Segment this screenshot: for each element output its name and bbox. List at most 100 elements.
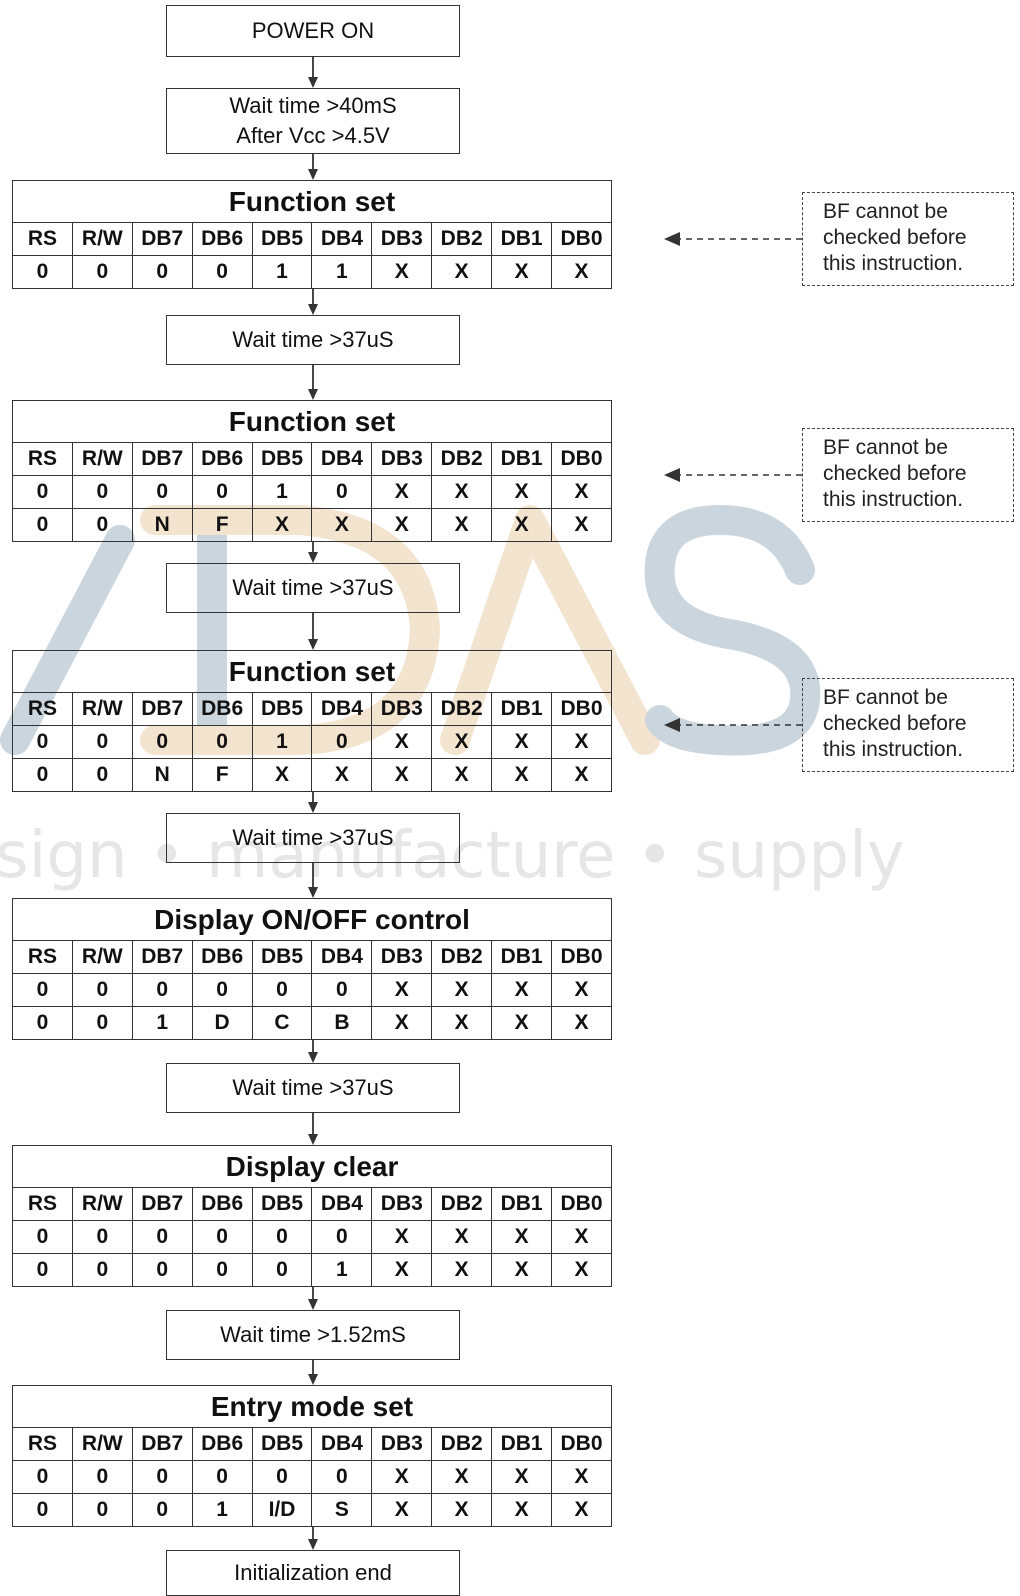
instruction-title: Entry mode set [12,1385,612,1428]
bit-cell: X [551,508,612,542]
bit-cell: 0 [191,1220,253,1254]
bit-cell: 0 [71,1493,133,1527]
flow-step-text: After Vcc >4.5V [236,123,390,148]
bit-cell: X [551,1006,612,1040]
bit-cell: X [491,1006,553,1040]
bit-cell: 0 [12,508,73,542]
bf-note-line: BF cannot be [823,686,948,709]
bit-cell: X [371,255,433,289]
bit-cell: X [551,1220,612,1254]
flow-step-text: Wait time >37uS [232,1075,394,1101]
column-header: DB6 [191,442,253,476]
column-header: DB2 [431,692,493,726]
bit-cell: 0 [12,1006,73,1040]
bit-cell: X [551,1493,612,1527]
bit-cell: 0 [12,255,73,289]
bit-cell: X [251,758,313,792]
instruction-title: Function set [12,650,612,693]
column-header: DB5 [251,442,313,476]
bit-cell: 1 [311,1253,373,1287]
column-header: DB4 [311,1427,373,1461]
bf-note-line: checked before [823,462,967,485]
bit-cell: 0 [71,1220,133,1254]
bit-cell: 1 [191,1493,253,1527]
column-header: DB4 [311,1187,373,1221]
bit-cell: 0 [311,475,373,509]
bit-cell: X [371,508,433,542]
bit-cell: X [491,1460,553,1494]
column-header: RS [12,442,73,476]
bit-cell: X [371,1460,433,1494]
flow-step-box: Wait time >37uS [166,315,460,365]
flow-step-text: Wait time >40mS [229,93,397,119]
bit-cell: D [191,1006,253,1040]
bit-cell: 0 [12,1253,73,1287]
bf-note-line: this instruction. [823,252,964,275]
bit-cell: 0 [71,973,133,1007]
bit-cell: F [191,508,253,542]
bit-cell: X [431,475,493,509]
instruction-title: Function set [12,180,612,223]
column-header: DB0 [551,1187,612,1221]
bit-cell: 0 [251,973,313,1007]
flow-step-text: Wait time >1.52mS [220,1322,406,1348]
bit-cell: 0 [191,475,253,509]
bit-cell: 0 [71,725,133,759]
column-header: DB6 [191,1427,253,1461]
bit-cell: 1 [251,725,313,759]
column-header: DB7 [131,940,193,974]
bit-cell: 0 [71,1253,133,1287]
bit-cell: X [551,758,612,792]
bf-note-line: this instruction. [823,738,964,761]
column-header: R/W [71,1427,133,1461]
flow-step-text: Initialization end [234,1560,392,1586]
bit-cell: 0 [251,1253,313,1287]
bit-cell: X [551,1460,612,1494]
bit-cell: X [371,475,433,509]
column-header: DB1 [491,222,553,256]
bit-cell: 0 [311,1460,373,1494]
bit-cell: 0 [131,475,193,509]
bit-cell: X [431,973,493,1007]
bit-cell: X [431,1493,493,1527]
column-header: DB4 [311,442,373,476]
bit-cell: X [491,475,553,509]
bit-cell: X [551,255,612,289]
bf-note-line: this instruction. [823,488,964,511]
column-header: DB7 [131,442,193,476]
column-header: DB4 [311,940,373,974]
bit-cell: N [131,508,193,542]
column-header: DB5 [251,940,313,974]
bit-cell: X [491,1493,553,1527]
column-header: DB0 [551,442,612,476]
bit-cell: 0 [71,255,133,289]
bit-cell: 0 [131,1253,193,1287]
bit-cell: 0 [71,508,133,542]
bit-cell: 0 [71,1006,133,1040]
column-header: R/W [71,442,133,476]
bit-cell: X [431,725,493,759]
column-header: DB5 [251,692,313,726]
column-header: DB0 [551,1427,612,1461]
bit-cell: N [131,758,193,792]
column-header: R/W [71,222,133,256]
flow-step-box: Wait time >40mS After Vcc >4.5V [166,88,460,154]
bit-cell: X [491,973,553,1007]
column-header: DB4 [311,222,373,256]
bit-cell: 0 [191,1460,253,1494]
bit-cell: 0 [191,725,253,759]
column-header: DB2 [431,222,493,256]
column-header: DB3 [371,442,433,476]
bit-cell: 0 [251,1460,313,1494]
instruction-title: Display ON/OFF control [12,898,612,941]
bf-note-line: BF cannot be [823,436,948,459]
